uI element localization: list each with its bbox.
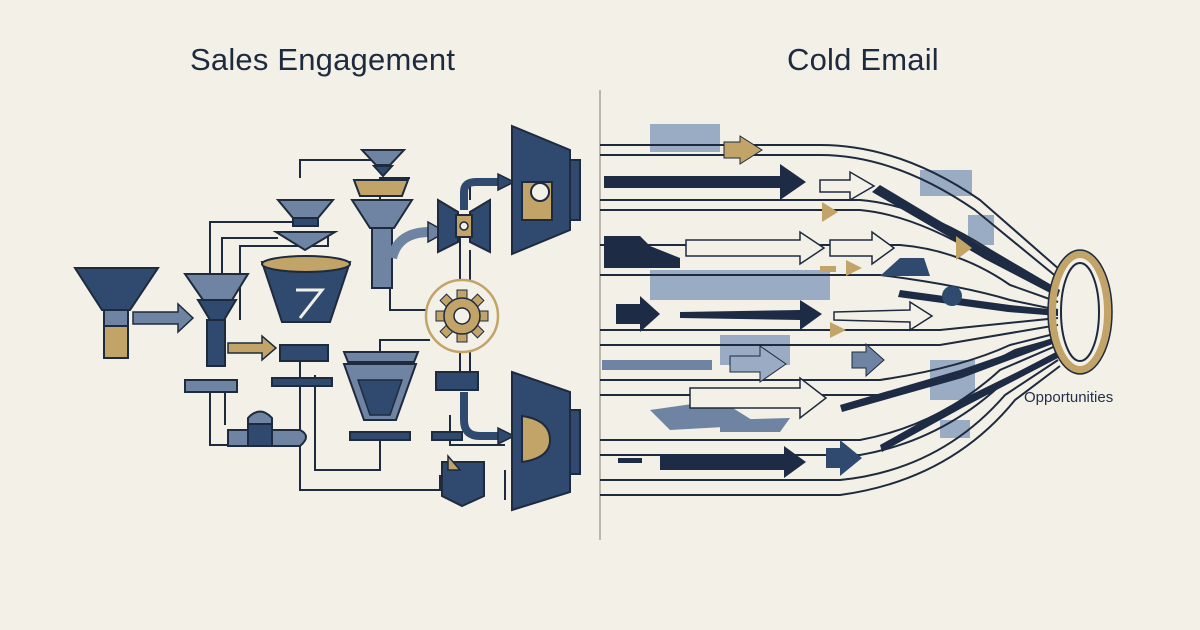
funnel-icon: [342, 351, 420, 441]
arrow-icon: [227, 334, 278, 362]
arrow-icon: [616, 296, 660, 332]
funnel-icon: [350, 179, 414, 289]
arrow-icon: [387, 227, 431, 260]
ring-icon: [1047, 249, 1113, 375]
left-panel-title: Sales Engagement: [190, 42, 456, 77]
funnel-icon: [272, 199, 339, 252]
arrow-icon: [729, 345, 787, 383]
arrow-icon: [460, 392, 500, 440]
output-block-bottom: [511, 370, 581, 512]
arrow-icon: [956, 236, 972, 260]
arrow-icon: [680, 300, 822, 330]
arrow-icon: [723, 135, 763, 165]
arrow-icon: [833, 300, 934, 332]
arrow-icon: [660, 446, 806, 478]
arrow-icon: [689, 376, 828, 420]
arrow-icon: [460, 178, 500, 210]
funnel-icon: [359, 149, 407, 178]
arrow-icon: [826, 440, 862, 476]
arrow-icon: [604, 164, 806, 200]
funnel-icon: [260, 255, 352, 323]
arrow-icon: [604, 236, 680, 268]
arrow-icon: [819, 170, 876, 202]
pipe-icon: [227, 410, 307, 447]
arrow-icon: [685, 230, 826, 266]
arrow-icon: [830, 322, 846, 338]
arrow-icon: [846, 260, 862, 276]
arrow-icon: [829, 230, 896, 266]
arrow-icon: [132, 302, 195, 334]
arrow-icon: [851, 342, 885, 378]
cold-email-streams: [600, 124, 1113, 496]
right-panel-title: Cold Email: [787, 42, 939, 77]
gear-icon: [424, 278, 500, 354]
arrow-icon: [822, 202, 838, 222]
valve-icon: [437, 198, 491, 254]
funnel-icon: [73, 267, 160, 359]
output-block-top: [511, 124, 581, 256]
funnel-icon: [183, 273, 250, 367]
outcome-label: Opportunities: [1024, 389, 1114, 406]
